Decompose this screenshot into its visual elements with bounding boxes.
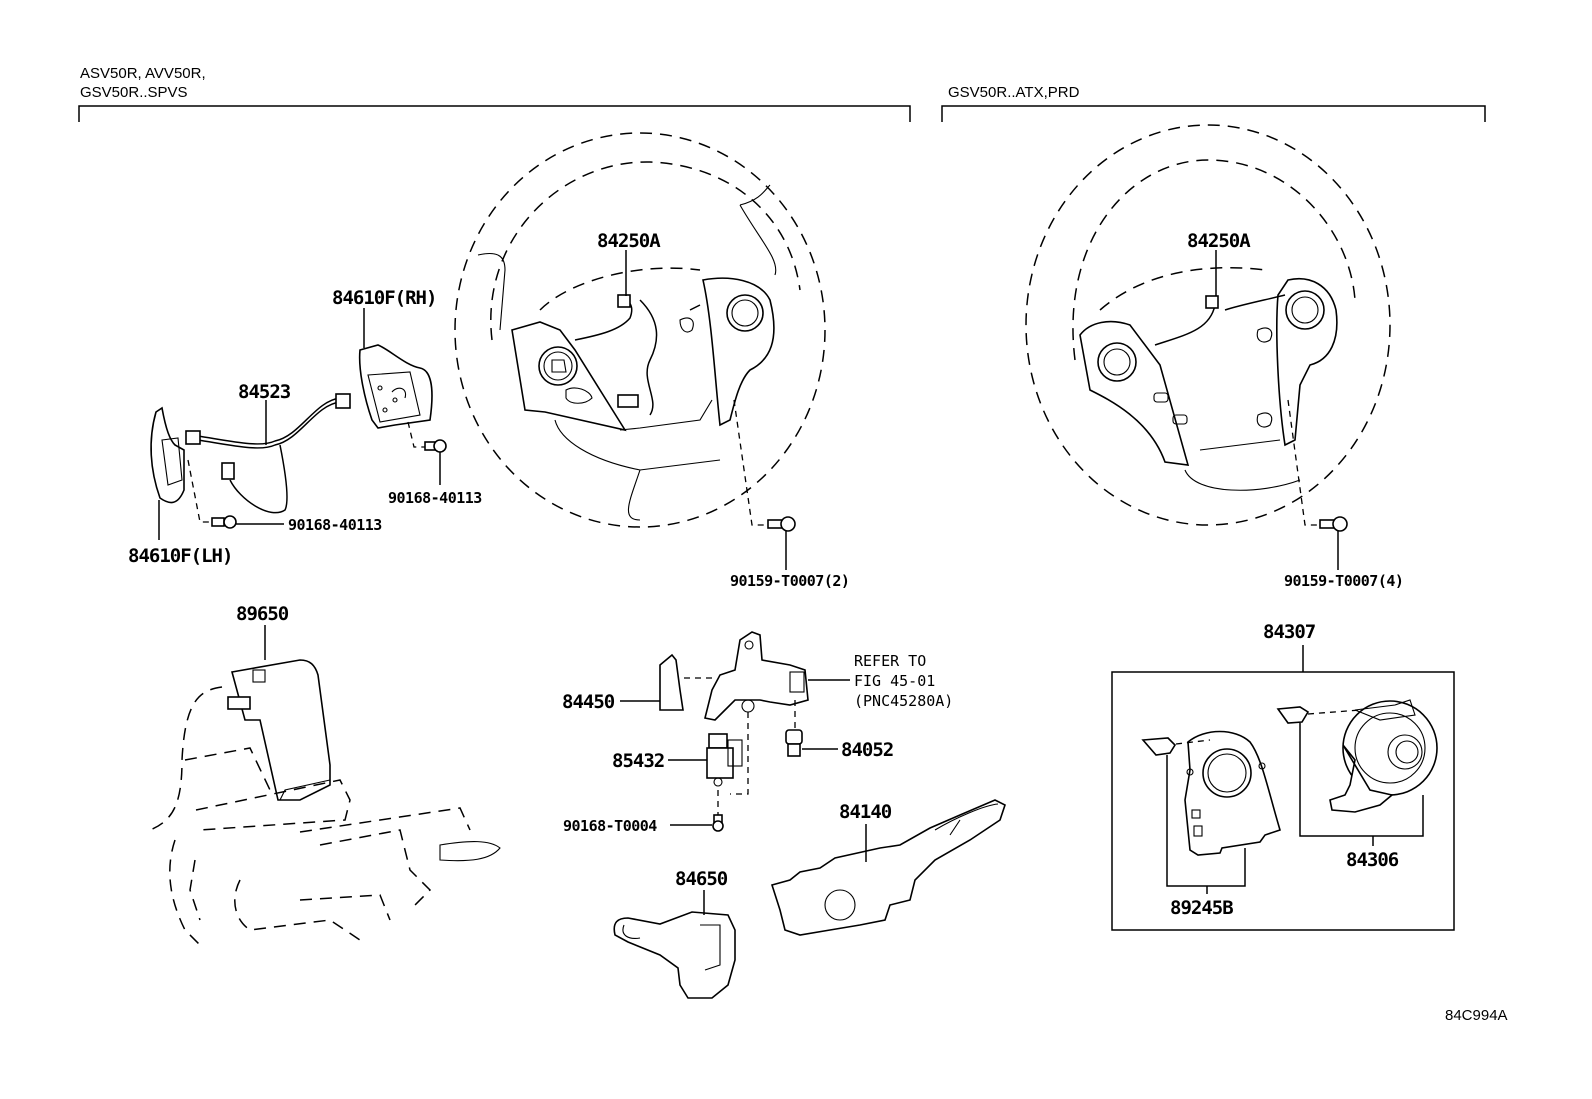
screw-90168-40113-rh xyxy=(424,439,447,453)
clip-left xyxy=(1141,737,1177,756)
lock-housing xyxy=(659,631,809,721)
right-group-header: GSV50R..ATX,PRD xyxy=(948,84,1080,101)
combination-switch-84140 xyxy=(770,799,1006,936)
label-84307: 84307 xyxy=(1263,621,1316,643)
label-84250a-right: 84250A xyxy=(1187,230,1251,252)
steering-column-outline xyxy=(149,686,501,946)
label-90168-t0004: 90168-T0004 xyxy=(563,817,657,835)
screw-90168-t0004 xyxy=(712,814,724,832)
clip-right xyxy=(1276,706,1310,724)
bolt-90159-left xyxy=(767,516,796,532)
refer-note-line3: (PNC45280A) xyxy=(854,692,953,710)
label-84250a-left: 84250A xyxy=(597,230,661,252)
label-90168-40113-lh: 90168-40113 xyxy=(288,516,382,534)
leader-screw-rh-dashed xyxy=(407,421,425,448)
label-84052: 84052 xyxy=(841,739,893,761)
leader-89245b-bracket xyxy=(1166,755,1246,887)
label-90159-t0007-2: 90159-T0007(2) xyxy=(730,572,849,590)
right-group-bracket xyxy=(941,105,1486,122)
leader-84306-bracket xyxy=(1299,723,1424,837)
refer-note-line1: REFER TO xyxy=(854,652,926,670)
left-group-header-line1: ASV50R, AVV50R, xyxy=(80,65,206,82)
steering-angle-sensor-89245b xyxy=(1184,730,1281,856)
key-switch-85432 xyxy=(706,733,743,787)
leader-85432-dashed xyxy=(730,712,749,795)
left-group-header-line2: GSV50R..SPVS xyxy=(80,84,188,101)
label-89650: 89650 xyxy=(236,603,289,625)
label-90159-t0007-4: 90159-T0007(4) xyxy=(1284,572,1403,590)
label-84610f-lh: 84610F(LH) xyxy=(128,545,232,567)
leader-bolt-right-dashed xyxy=(1287,399,1322,526)
label-84450: 84450 xyxy=(562,691,615,713)
refer-note-line2: FIG 45-01 xyxy=(854,672,935,690)
label-89245b: 89245B xyxy=(1170,897,1233,919)
spiral-cable-84306 xyxy=(1329,699,1438,813)
leader-screw-lh-dashed xyxy=(187,459,212,523)
label-84610f-rh: 84610F(RH) xyxy=(332,287,436,309)
label-90168-40113-rh: 90168-40113 xyxy=(388,489,482,507)
figure-code: 84C994A xyxy=(1445,1007,1508,1024)
ecu-89650 xyxy=(227,659,331,801)
wiper-switch-84650 xyxy=(613,911,736,999)
label-84523: 84523 xyxy=(238,381,291,403)
steering-wheel-left xyxy=(454,132,826,528)
switch-84610f-rh xyxy=(358,344,433,429)
assembly-box-84307 xyxy=(1111,671,1455,931)
label-84650: 84650 xyxy=(675,868,728,890)
leader-bolt-left-dashed xyxy=(733,399,768,526)
leader-clip-right-dashed xyxy=(1307,709,1361,715)
left-group-bracket xyxy=(78,105,911,122)
switch-84610f-lh xyxy=(150,406,185,504)
leader-clip-left-dashed xyxy=(1175,739,1211,745)
steering-wheel-right xyxy=(1025,124,1391,526)
bolt-90159-right xyxy=(1319,516,1348,532)
label-85432: 85432 xyxy=(612,750,664,772)
wire-harness-84523 xyxy=(185,393,351,514)
screw-90168-40113-lh xyxy=(211,515,237,529)
label-84140: 84140 xyxy=(839,801,892,823)
label-84306: 84306 xyxy=(1346,849,1399,871)
bulb-84052 xyxy=(785,729,803,757)
